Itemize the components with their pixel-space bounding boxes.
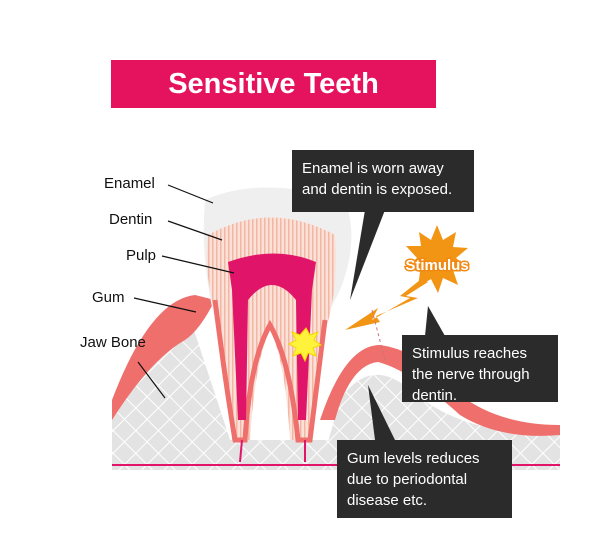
label-gum: Gum	[92, 289, 125, 306]
lightning-arrow-icon	[345, 280, 428, 330]
leader-lines	[133, 184, 235, 399]
callout-stimulus-reaches: Stimulus reaches the nerve through denti…	[402, 335, 558, 404]
label-jaw-bone: Jaw Bone	[80, 334, 146, 351]
pulp	[228, 253, 316, 420]
stimulus-burst-icon	[405, 225, 468, 293]
gum	[112, 295, 215, 420]
callout-gum-reduces: Gum levels reduces due to periodontal di…	[337, 440, 512, 518]
callout-enamel-worn: Enamel is worn away and dentin is expose…	[292, 150, 474, 212]
callout-pointers	[350, 210, 445, 440]
pain-burst-icon	[287, 327, 323, 363]
page-title: Sensitive Teeth	[111, 60, 436, 108]
root-outline	[212, 299, 328, 443]
stimulus-label: Stimulus	[405, 257, 468, 274]
label-pulp: Pulp	[126, 247, 157, 264]
label-dentin: Dentin	[109, 211, 153, 228]
label-enamel: Enamel	[104, 175, 155, 192]
